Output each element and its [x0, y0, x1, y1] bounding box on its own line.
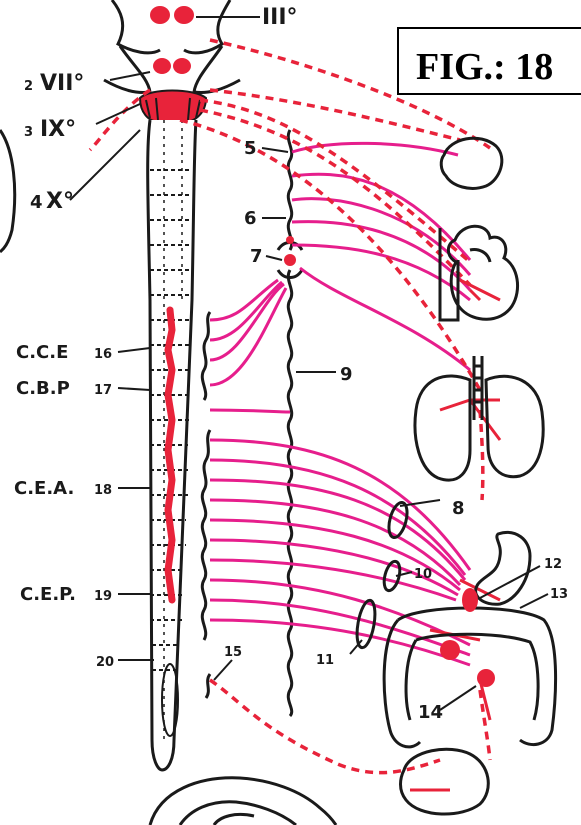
label-8: 8: [452, 498, 465, 519]
organ-heart: [440, 226, 518, 320]
label-cn3: III°: [262, 5, 298, 30]
label-cbp-num: 17: [94, 383, 112, 398]
label-cce: C.C.E: [16, 342, 68, 363]
organ-colon: [384, 608, 555, 747]
label-cbp: C.B.P: [16, 378, 70, 399]
label-9: 9: [340, 364, 353, 385]
figure-caption: FIG.: 18: [398, 28, 581, 94]
label-cea-num: 18: [94, 483, 112, 498]
label-cep: C.E.P.: [20, 584, 76, 605]
ventral-roots: [202, 312, 210, 698]
label-cn7-num: 2: [24, 79, 33, 94]
label-10: 10: [414, 567, 432, 582]
left-brain-edge: [0, 130, 15, 252]
label-cn7: VII°: [40, 71, 84, 96]
organ-bladder: [401, 749, 489, 814]
label-12: 12: [544, 557, 562, 572]
label-11: 11: [316, 653, 334, 668]
label-cce-num: 16: [94, 347, 112, 362]
label-cn10: X°: [46, 189, 74, 214]
intermediolateral-column: [168, 310, 172, 600]
label-15: 15: [224, 645, 242, 660]
label-13: 13: [550, 587, 568, 602]
spinal-cord: [148, 120, 196, 770]
ganglion-rings: [354, 501, 495, 687]
figure-caption-text: FIG.: 18: [416, 46, 553, 88]
label-7: 7: [250, 246, 263, 267]
label-cn10-num: 4: [30, 192, 43, 213]
label-cn9: IX°: [40, 117, 76, 142]
organ-eye: [441, 138, 502, 188]
label-14: 14: [418, 702, 443, 723]
label-cea: C.E.A.: [14, 478, 74, 499]
label-6: 6: [244, 208, 257, 229]
lower-brain: [150, 778, 336, 825]
label-cn9-num: 3: [24, 125, 33, 140]
label-cep-num: 19: [94, 589, 112, 604]
label-20: 20: [96, 655, 114, 670]
label-5: 5: [244, 138, 257, 159]
